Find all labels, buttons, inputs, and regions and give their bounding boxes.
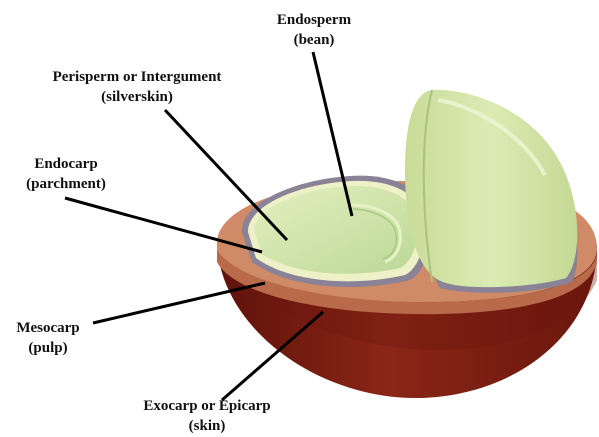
perisperm-label-detail: (silverskin) <box>12 87 262 107</box>
endosperm-label-name: Endosperm <box>252 10 376 30</box>
exocarp-label-name: Exocarp or Epicarp <box>112 396 302 416</box>
perisperm-label: Perisperm or Intergument (silverskin) <box>12 67 262 107</box>
mesocarp-label: Mesocarp (pulp) <box>2 318 94 358</box>
exocarp-label: Exocarp or Epicarp (skin) <box>112 396 302 436</box>
endosperm-label: Endosperm (bean) <box>252 10 376 50</box>
mesocarp-label-name: Mesocarp <box>2 318 94 338</box>
endocarp-label-name: Endocarp <box>10 154 122 174</box>
mesocarp-label-detail: (pulp) <box>2 338 94 358</box>
exocarp-label-detail: (skin) <box>112 416 302 436</box>
perisperm-leader-line <box>165 110 287 240</box>
endosperm-label-detail: (bean) <box>252 30 376 50</box>
endocarp-label-detail: (parchment) <box>10 174 122 194</box>
endocarp-label: Endocarp (parchment) <box>10 154 122 194</box>
perisperm-label-name: Perisperm or Intergument <box>12 67 262 87</box>
